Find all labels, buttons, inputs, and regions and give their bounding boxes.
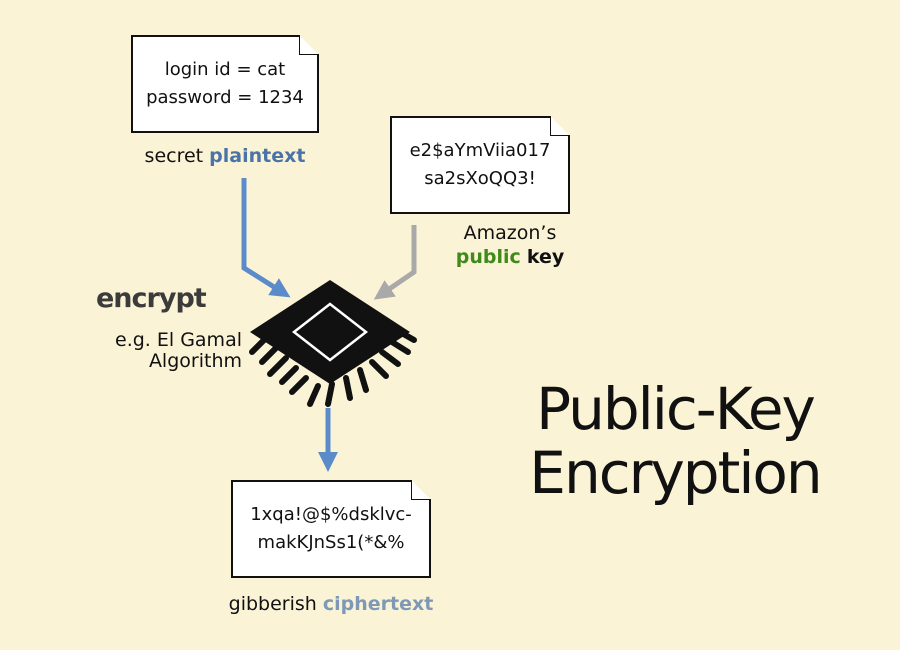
cipher-caption-prefix: gibberish <box>228 593 317 615</box>
page-fold-icon <box>411 480 431 500</box>
page-fold-icon <box>550 116 570 136</box>
key-arrow <box>373 225 417 300</box>
cipher-caption-highlight: ciphertext <box>322 593 434 615</box>
cipher-line2: makKJnSs1(*&% <box>257 532 405 553</box>
key-caption-line1: Amazon’s <box>463 222 557 244</box>
plaintext-caption-highlight: plaintext <box>209 145 306 167</box>
title-line1: Public-Key <box>536 375 816 443</box>
cipher-line1: 1xqa!@$%dsklvc- <box>250 504 412 526</box>
title-line2: Encryption <box>529 438 822 507</box>
key-caption-highlight: public <box>455 245 521 268</box>
plaintext-caption: secret plaintext <box>131 145 319 167</box>
encrypt-sub-line2: Algorithm <box>148 349 242 372</box>
key-caption-suffix: key <box>526 245 565 268</box>
key-line2: sa2sXoQQ3! <box>424 168 536 189</box>
plaintext-line1: login id = cat <box>164 59 286 81</box>
plaintext-line2: password = 1234 <box>146 87 304 108</box>
plaintext-document: login id = cat password = 1234 <box>131 35 319 133</box>
plaintext-caption-prefix: secret <box>144 145 204 167</box>
key-line1: e2$aYmViia017 <box>409 140 551 162</box>
ciphertext-document: 1xqa!@$%dsklvc- makKJnSs1(*&% <box>231 480 431 578</box>
encrypt-sub-line1: e.g. El Gamal <box>115 329 242 351</box>
ciphertext-caption: gibberish ciphertext <box>196 593 466 615</box>
page-title: Public-Key Encryption <box>505 375 845 507</box>
public-key-document: e2$aYmViia017 sa2sXoQQ3! <box>390 116 570 214</box>
page-fold-icon <box>299 35 319 55</box>
plaintext-arrow <box>241 178 291 298</box>
encrypt-label: encrypt <box>96 283 207 314</box>
encrypt-algorithm: e.g. El Gamal Algorithm <box>72 330 242 372</box>
public-key-caption: Amazon’s public key <box>440 222 580 270</box>
chip-icon <box>249 280 417 407</box>
